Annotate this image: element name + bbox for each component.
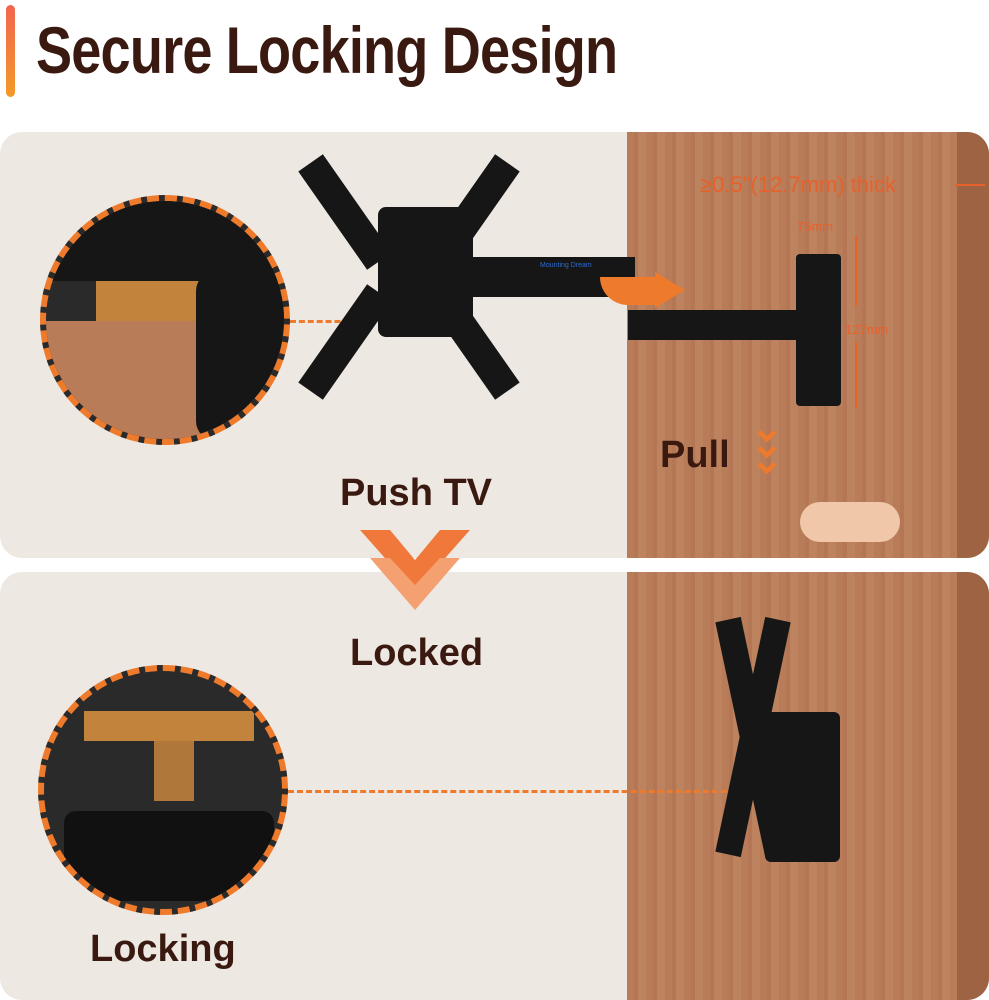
indicator-line — [288, 790, 808, 793]
mount-arm — [628, 310, 803, 340]
title-accent-bar — [6, 5, 15, 97]
pull-label: Pull — [660, 434, 730, 476]
height-marker — [855, 236, 857, 306]
push-tv-label: Push TV — [340, 472, 493, 514]
brand-logo: Mounting Dream — [540, 262, 592, 269]
arrow-head-icon — [655, 272, 685, 308]
zoom-circle-locked — [38, 665, 288, 915]
chevron-down-icon — [360, 530, 470, 610]
height-label: 127mm — [845, 322, 889, 337]
height-marker — [855, 342, 857, 408]
rotate-arrow-icon — [600, 277, 660, 305]
zoom-circle-unlocked — [40, 195, 290, 445]
thickness-label: ≥0.5"(12.7mm) thick — [700, 172, 896, 197]
page-title: Secure Locking Design — [36, 13, 618, 87]
thickness-marker — [955, 184, 985, 186]
panel-locked: Locking — [0, 572, 989, 1000]
chevron-down-icon: ⌄⌄⌄ — [750, 406, 784, 482]
locking-label: Locking — [90, 928, 236, 970]
panel-push: Mounting Dream ≥0.5"(12.7mm) thick 75mm … — [0, 132, 989, 558]
locked-label: Locked — [350, 632, 484, 674]
wall-wood — [627, 132, 989, 558]
wall-plate — [796, 254, 841, 406]
width-label: 75mm — [797, 219, 834, 234]
hand — [800, 502, 900, 542]
